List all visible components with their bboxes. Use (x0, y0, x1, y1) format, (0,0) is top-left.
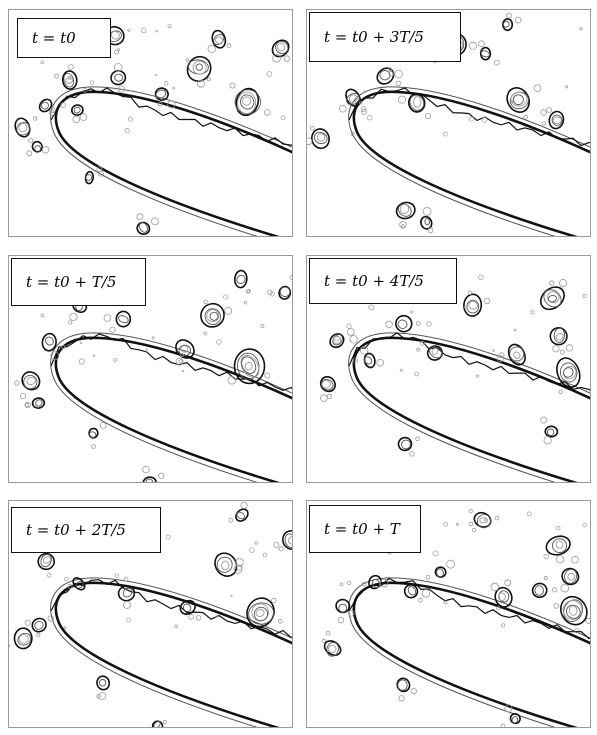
vortex-contour (110, 63, 127, 93)
vortex-contour (540, 416, 559, 445)
vortex-contour (490, 579, 513, 608)
time-label: t = t0 + T (309, 505, 421, 553)
vortex-contour (397, 436, 420, 457)
vortex-contour (54, 64, 78, 90)
vortex-contour (376, 67, 403, 86)
vortex-contour (233, 269, 251, 294)
vortex-contour (540, 107, 565, 130)
vortex-contour (228, 501, 249, 523)
vortex-contour (425, 559, 456, 580)
vortex-contour (84, 166, 104, 185)
vortex-contour (463, 290, 491, 317)
vortex-contour (502, 12, 522, 32)
vortex-contour (246, 597, 283, 628)
vortex-contour (96, 675, 111, 701)
vortex-contour (38, 98, 56, 116)
vortex-contour (307, 125, 330, 150)
vortex-contour (385, 314, 421, 333)
snapshot-panel-t0: t = t0 (8, 9, 293, 237)
vorticity-contour-plot (14, 24, 292, 236)
vortex-contour (229, 82, 271, 117)
vortex-contour (539, 278, 568, 311)
vorticity-contour-plot (321, 509, 590, 727)
vortex-contour (70, 104, 88, 124)
vorticity-contour-plot (14, 269, 292, 482)
vortex-contour (338, 88, 367, 113)
vorticity-contour-plot (307, 12, 590, 236)
time-label: t = t0 + 3T/5 (309, 12, 461, 62)
vortex-contour (207, 29, 232, 54)
vortex-contour (319, 376, 336, 402)
snapshot-panel-t0-plus-3T5: t = t0 + 3T/5 (306, 9, 591, 237)
vortex-contour (136, 213, 159, 236)
snapshot-panel-t0-plus-T: t = t0 + T (306, 500, 591, 728)
vortex-contour (420, 206, 434, 234)
vortex-contour (416, 340, 443, 361)
vortex-contour (500, 704, 521, 727)
vortex-contour (14, 371, 41, 400)
vortex-contour (506, 84, 542, 120)
vortex-contour (151, 719, 167, 727)
vortex-contour (41, 332, 66, 361)
vortex-contour (24, 397, 46, 409)
time-label: t = t0 + 4T/5 (309, 258, 457, 304)
vortex-contour (543, 535, 571, 564)
vortex-contour (468, 511, 500, 529)
vortex-contour (556, 349, 581, 395)
vortex-contour (273, 530, 292, 552)
vortex-contour (403, 584, 431, 603)
vortex-contour (175, 339, 195, 366)
vortex-contour (186, 55, 212, 88)
vortex-contour (142, 465, 165, 482)
vortex-contour (329, 328, 358, 349)
vortex-contour (267, 275, 292, 300)
vortex-contour (335, 598, 355, 624)
vortex-contour (64, 576, 86, 591)
vortex-contour (531, 576, 558, 599)
vortex-contour (496, 343, 526, 366)
time-label: t = t0 + T/5 (11, 258, 146, 306)
time-label: t = t0 (17, 18, 111, 58)
vortex-contour (560, 555, 580, 593)
vortex-contour (398, 93, 432, 120)
vortex-contour (478, 40, 500, 66)
vortex-contour (214, 552, 244, 577)
vortex-contour (24, 615, 54, 633)
vortex-contour (26, 140, 50, 157)
vortex-contour (9, 627, 41, 650)
snapshot-panel-t0-plus-2T5: t = t0 + 2T/5 (8, 500, 293, 728)
time-label: t = t0 + 2T/5 (11, 507, 161, 553)
vorticity-contour-plot (319, 269, 590, 482)
vortex-contour (227, 348, 271, 385)
vortex-contour (360, 346, 384, 369)
snapshot-panel-t0-plus-T5: t = t0 + T/5 (8, 255, 293, 483)
vortex-contour (271, 39, 291, 63)
vortex-contour (154, 87, 176, 109)
vortex-contour (553, 595, 590, 626)
vortex-contour (321, 630, 342, 657)
vortex-contour (14, 116, 38, 144)
vorticity-contour-plot (9, 501, 292, 727)
vortex-contour (179, 599, 202, 621)
vortex-contour (117, 577, 136, 609)
vortex-contour (200, 299, 233, 328)
vortex-contour (88, 421, 107, 449)
vortex-contour (549, 326, 573, 353)
vortex-contour (361, 574, 389, 590)
vortex-contour (103, 310, 132, 333)
vortex-contour (396, 677, 417, 702)
snapshot-panel-t0-plus-4T5: t = t0 + 4T/5 (306, 255, 591, 483)
vortex-contour (395, 201, 416, 229)
